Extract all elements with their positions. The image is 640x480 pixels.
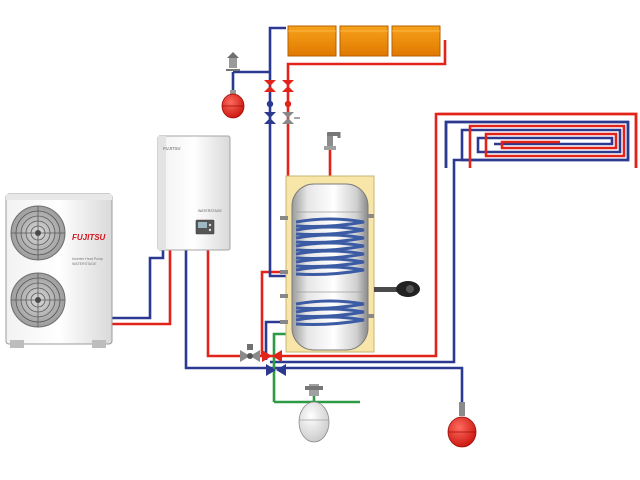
supply-pipe-indoor-down <box>206 250 248 358</box>
outdoor-foot-right <box>92 340 106 348</box>
fan-grille-top <box>10 205 66 261</box>
outdoor-unit: FUJITSU Inverter Heat Pump WATERSTAGE <box>5 193 113 348</box>
return-pipe-outdoor <box>112 250 165 320</box>
hot-water-storage-tank <box>280 175 375 353</box>
solar-supply-pipe <box>286 40 447 228</box>
solar-panel <box>339 25 389 57</box>
valve-icon[interactable] <box>264 80 276 92</box>
indoor-badge: WATERSTAGE <box>198 209 223 213</box>
outdoor-model-text-2: WATERSTAGE <box>72 262 97 266</box>
safety-valve-body <box>229 58 237 68</box>
electric-heater-element-icon <box>374 281 420 297</box>
valve-icon[interactable] <box>282 112 300 124</box>
supply-pipe-outdoor <box>112 250 172 326</box>
indoor-brand-logo: FUJITSU <box>163 146 181 151</box>
floor-loop-supply-spiral <box>438 112 638 168</box>
thermometer-icon <box>284 100 292 108</box>
expansion-vessel-top <box>221 90 245 119</box>
safety-valve-assembly <box>221 52 245 119</box>
indoor-unit: FUJITSU WATERSTAGE <box>157 135 231 251</box>
indoor-button[interactable] <box>208 223 212 227</box>
outdoor-model-text-1: Inverter Heat Pump <box>72 257 103 261</box>
solar-to-tank-lower <box>268 228 286 278</box>
fan-grille-bottom <box>10 272 66 328</box>
outdoor-brand-logo: FUJITSU <box>72 233 106 242</box>
solar-panel <box>287 25 337 57</box>
tank-coil-return <box>264 320 286 360</box>
floor-loop-return-spiral <box>444 120 630 168</box>
underfloor-heating-loop <box>438 112 638 168</box>
solar-collector-panels <box>287 25 441 57</box>
solar-panel <box>391 25 441 57</box>
outdoor-foot-left <box>10 340 24 348</box>
tank-port <box>280 320 288 324</box>
upper-heat-exchanger-coil <box>295 217 365 276</box>
solar-return-pipe <box>268 26 286 228</box>
expansion-vessel-bottom <box>298 384 330 443</box>
tank-port <box>280 294 288 298</box>
tank-port <box>368 214 374 218</box>
expansion-vessel-heating <box>447 402 477 448</box>
indoor-display-screen <box>198 222 207 228</box>
solar-pump-station <box>264 80 300 124</box>
lower-heat-exchanger-coil <box>295 299 365 326</box>
tank-port <box>280 216 288 220</box>
indoor-button[interactable] <box>208 228 212 232</box>
tank-port <box>280 270 288 274</box>
pressure-gauge-icon <box>266 100 274 108</box>
tank-port <box>368 314 374 318</box>
pump-valve-lower[interactable] <box>262 350 282 362</box>
safety-valve-cap-icon <box>227 52 239 58</box>
return-pipe-indoor-down <box>184 250 464 405</box>
valve-icon[interactable] <box>282 80 294 92</box>
pump-valve-return[interactable] <box>266 364 286 376</box>
cold-water-line-vertical <box>272 332 286 402</box>
three-way-valve-icon[interactable] <box>240 344 260 362</box>
valve-icon[interactable] <box>264 112 276 124</box>
pipework <box>112 26 638 405</box>
hot-water-tap-icon[interactable] <box>324 132 341 150</box>
